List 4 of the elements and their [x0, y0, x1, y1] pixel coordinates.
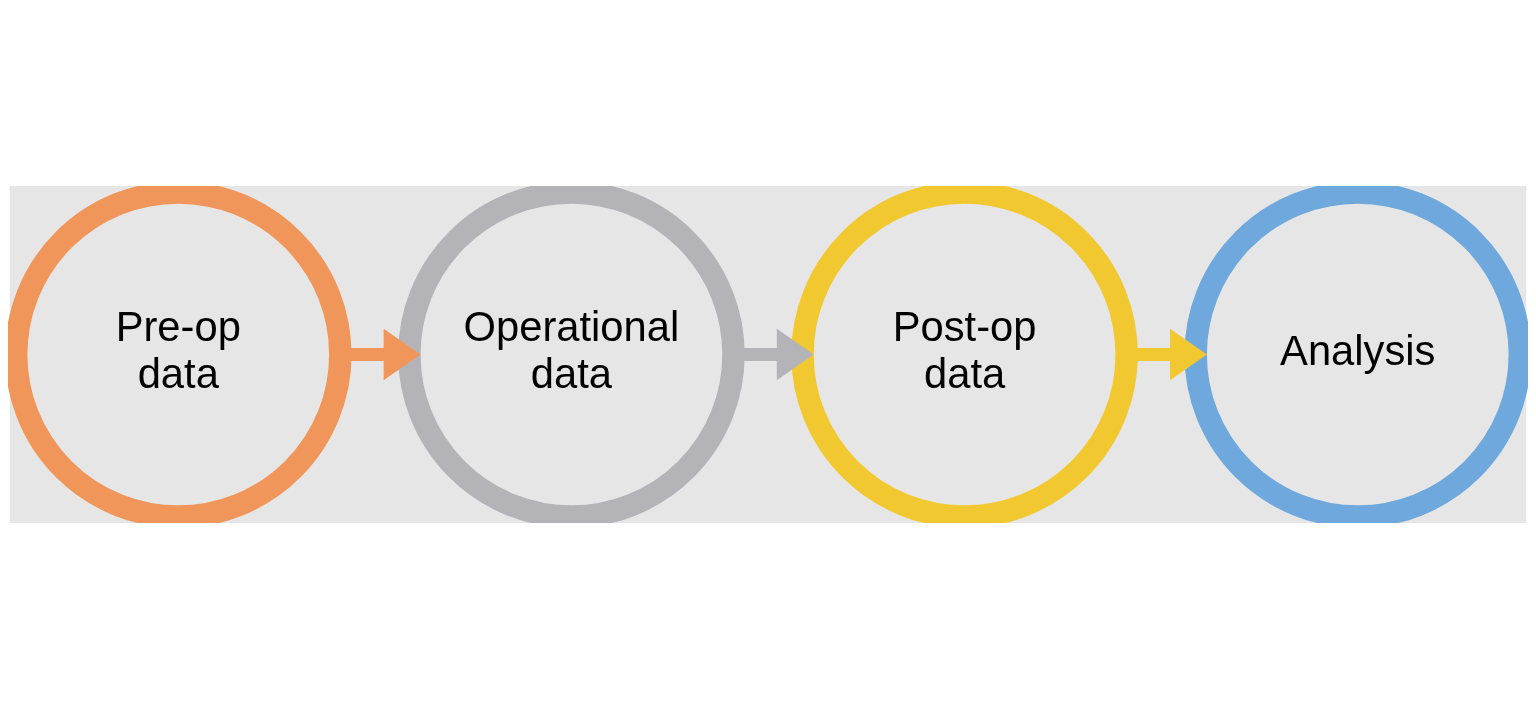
node-circle: Analysis	[1184, 185, 1528, 523]
node-circle: Operational data	[398, 185, 745, 523]
node-circle: Pre-op data	[8, 185, 352, 523]
node-circle: Post-op data	[791, 185, 1138, 523]
